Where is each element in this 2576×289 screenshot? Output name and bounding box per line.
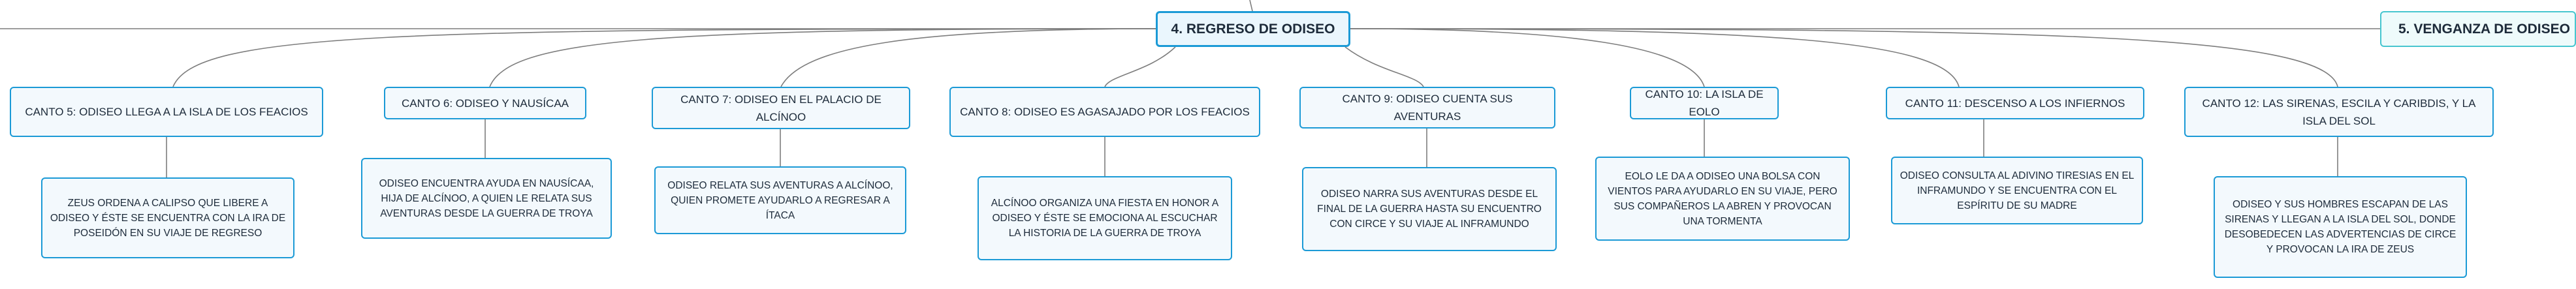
canto-5-node[interactable]: CANTO 5: ODISEO LLEGA A LA ISLA DE LOS F… <box>10 87 323 137</box>
canto-8-summary[interactable]: ALCÍNOO ORGANIZA UNA FIESTA EN HONOR A O… <box>978 176 1232 260</box>
canto-6-summary[interactable]: ODISEO ENCUENTRA AYUDA EN NAUSÍCAA, HIJA… <box>361 158 612 239</box>
canto-11-summary[interactable]: ODISEO CONSULTA AL ADIVINO TIRESIAS EN E… <box>1891 157 2143 224</box>
canto-10-node[interactable]: CANTO 10: LA ISLA DE EOLO <box>1630 87 1779 119</box>
canto-11-node[interactable]: CANTO 11: DESCENSO A LOS INFIERNOS <box>1886 87 2144 119</box>
central-topic[interactable]: 4. REGRESO DE ODISEO <box>1156 11 1350 47</box>
canto-8-node[interactable]: CANTO 8: ODISEO ES AGASAJADO POR LOS FEA… <box>949 87 1260 137</box>
canto-12-node[interactable]: CANTO 12: LAS SIRENAS, ESCILA Y CARIBDIS… <box>2184 87 2494 137</box>
canto-12-summary[interactable]: ODISEO Y SUS HOMBRES ESCAPAN DE LAS SIRE… <box>2214 176 2467 278</box>
canto-9-summary[interactable]: ODISEO NARRA SUS AVENTURAS DESDE EL FINA… <box>1302 167 1557 251</box>
canto-7-summary[interactable]: ODISEO RELATA SUS AVENTURAS A ALCÍNOO, Q… <box>654 166 906 234</box>
next-topic[interactable]: 5. VENGANZA DE ODISEO <box>2380 11 2576 47</box>
canto-5-summary[interactable]: ZEUS ORDENA A CALIPSO QUE LIBERE A ODISE… <box>41 177 294 258</box>
canto-9-node[interactable]: CANTO 9: ODISEO CUENTA SUS AVENTURAS <box>1299 87 1555 129</box>
canto-6-node[interactable]: CANTO 6: ODISEO Y NAUSÍCAA <box>384 87 586 119</box>
canto-7-node[interactable]: CANTO 7: ODISEO EN EL PALACIO DE ALCÍNOO <box>652 87 910 129</box>
canto-10-summary[interactable]: EOLO LE DA A ODISEO UNA BOLSA CON VIENTO… <box>1595 157 1850 241</box>
